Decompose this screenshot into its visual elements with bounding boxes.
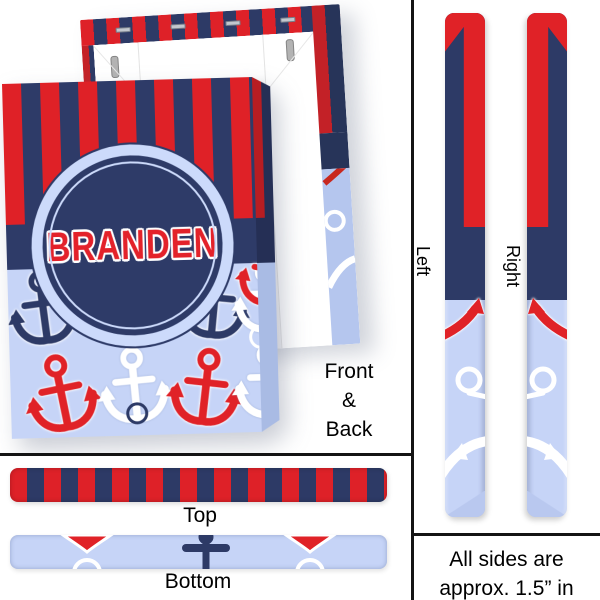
front-back-label-line: Back <box>325 418 373 441</box>
anchor-icon <box>182 535 230 569</box>
top-edge-strip <box>10 468 387 502</box>
bottom-edge-strip <box>10 535 387 569</box>
size-note-line: approx. 1.5” in <box>439 577 574 600</box>
right-side-strip <box>527 13 567 517</box>
size-note-line: All sides are <box>449 548 564 571</box>
canvas-corner-fold <box>445 491 485 517</box>
anchor-icon <box>527 436 567 480</box>
anchor-pattern-edge <box>321 167 361 346</box>
design-wrap-right-edge <box>311 4 361 346</box>
staple-icon <box>170 23 186 30</box>
right-label: Right <box>503 244 523 288</box>
anchor-icon <box>226 342 261 426</box>
anchor-icon <box>322 167 351 186</box>
anchor-icon <box>445 436 485 478</box>
ring-icon <box>323 209 346 232</box>
front-back-label-line: Front <box>324 360 374 383</box>
canvas-back-view <box>80 4 361 360</box>
anchor-icon <box>466 390 485 400</box>
navy-band <box>319 131 350 170</box>
front-back-label: Front & Back <box>294 357 404 444</box>
top-label: Top <box>183 504 217 527</box>
anchor-icon <box>527 390 546 400</box>
divider-horizontal-left <box>0 453 411 456</box>
divider-horizontal-right <box>411 533 600 536</box>
ring-icon <box>529 366 557 394</box>
navy-band <box>256 217 275 262</box>
ring-icon <box>295 558 325 569</box>
anchor-icon <box>283 535 337 554</box>
canvas-corner-fold <box>527 491 567 517</box>
left-side-strip <box>445 13 485 517</box>
left-label: Left <box>413 245 433 277</box>
divider-vertical <box>411 0 414 600</box>
size-note: All sides are approx. 1.5” in <box>413 545 600 600</box>
canvas-front-view: BRANDEN <box>2 77 280 440</box>
staple-icon <box>115 26 131 33</box>
staple-icon <box>225 20 241 27</box>
ring-icon <box>455 366 483 394</box>
personalized-name: BRANDEN <box>45 219 220 271</box>
front-back-view-panel: BRANDEN Front & Back <box>0 0 411 453</box>
canvas-front-face: BRANDEN <box>2 77 262 439</box>
anchor-icon <box>60 535 114 554</box>
bottom-label: Bottom <box>164 570 232 593</box>
medallion-disc: BRANDEN <box>40 152 226 338</box>
anchor-icon <box>325 255 357 289</box>
front-back-label-line: & <box>341 389 356 412</box>
anchor-icon <box>445 298 484 340</box>
anchor-icon <box>528 298 567 341</box>
staple-icon <box>280 16 296 23</box>
ring-icon <box>72 558 102 569</box>
